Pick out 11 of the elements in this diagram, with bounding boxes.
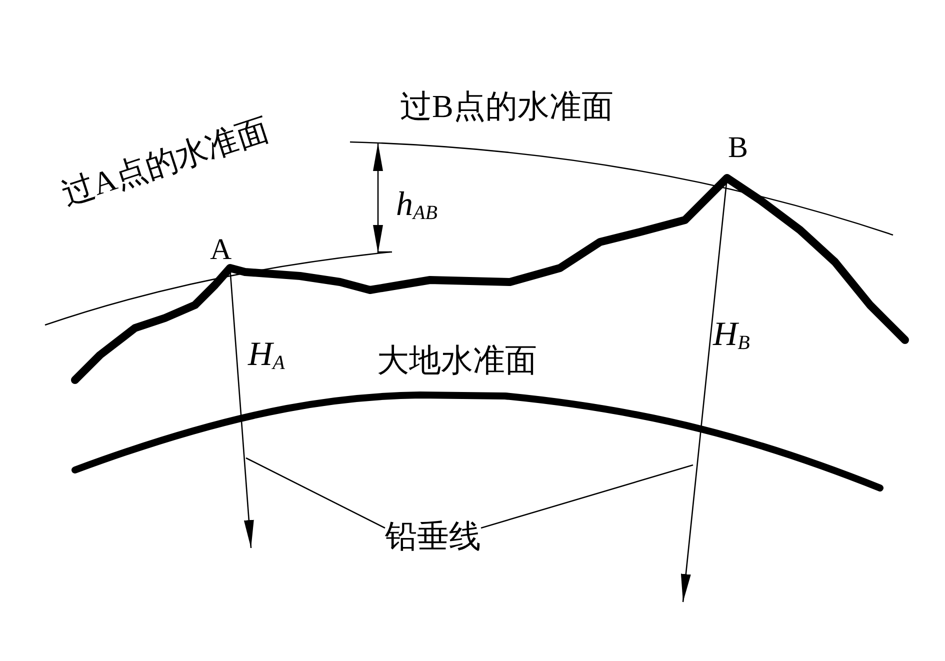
surface-label: 大地水准面 [377,344,537,376]
leader-line [246,457,386,529]
surface-label: 过A点的水准面 [58,113,273,210]
leader-line [480,464,694,529]
point-label: B [728,133,748,163]
symbol-label: h$_{AB}$ [396,188,438,223]
surface-label: 过B点的水准面 [400,90,614,122]
point-label: A [210,235,232,265]
symbol-label: H$_{B}$ [713,318,750,353]
callout-label: 铅垂线 [385,520,481,552]
symbol-label: H$_{A}$ [248,338,285,373]
